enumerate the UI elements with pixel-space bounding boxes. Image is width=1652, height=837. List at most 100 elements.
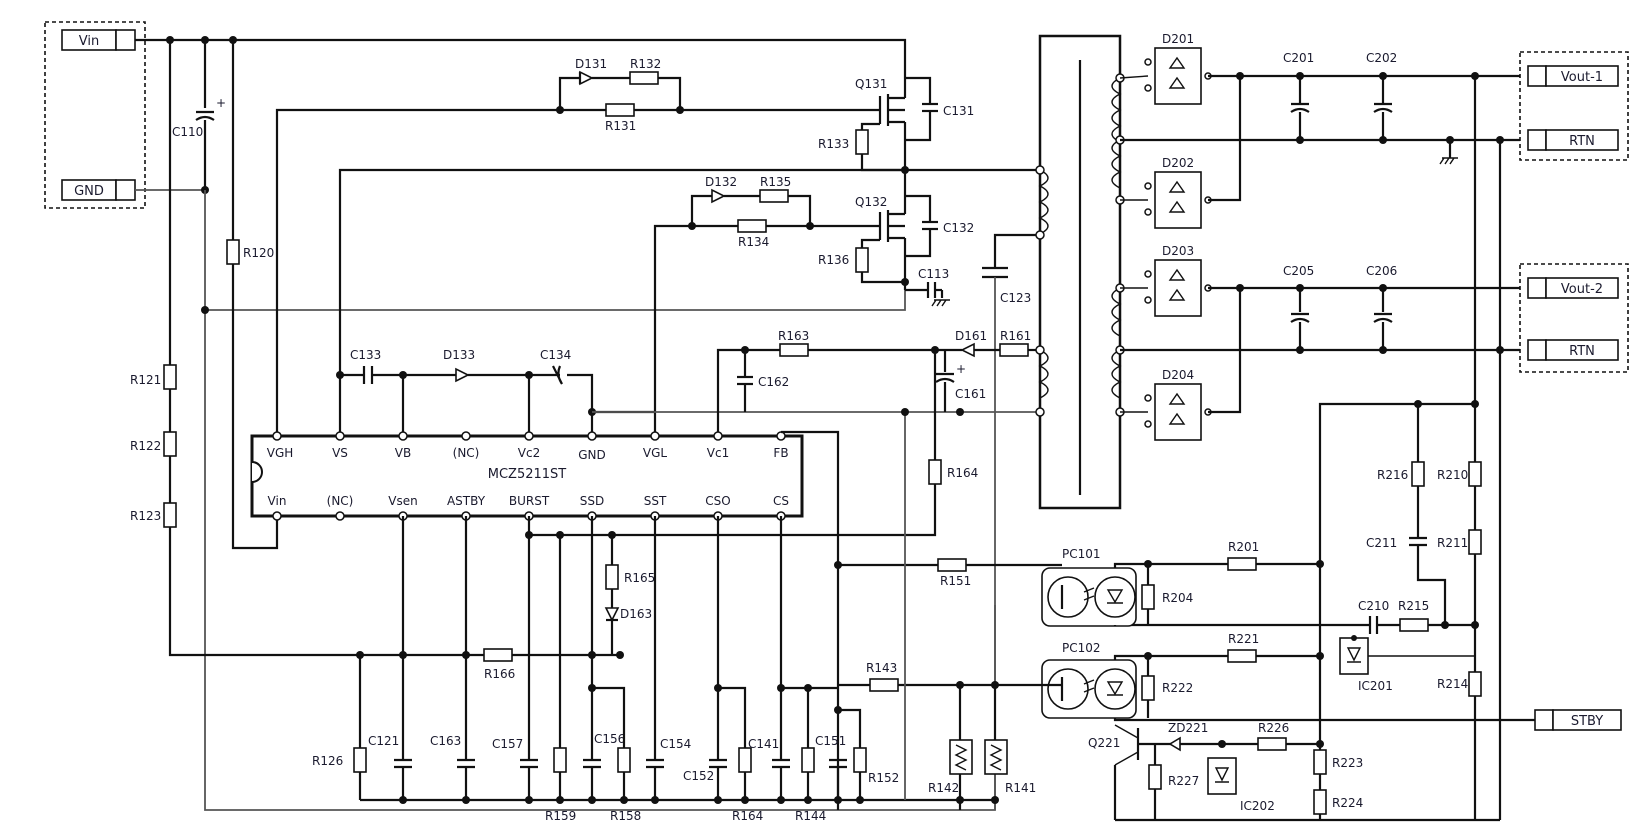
diode-D131 (579, 70, 594, 86)
label-R135: R135 (760, 175, 791, 189)
output2-connector-group (1519, 263, 1629, 373)
resistor-R151 (937, 558, 967, 572)
label-D204: D204 (1162, 368, 1194, 382)
label-D163: D163 (620, 607, 652, 621)
rtn2-terminal (1545, 339, 1619, 361)
resistor-R214 (1468, 671, 1482, 697)
vout2-terminal (1545, 277, 1619, 299)
resistor-R164-lower (738, 747, 752, 773)
vin-terminal-label: Vin (79, 34, 99, 49)
label-R204: R204 (1162, 591, 1193, 605)
resistor-R221 (1227, 649, 1257, 663)
label-R143: R143 (866, 661, 897, 675)
svg-text:VS: VS (332, 446, 348, 460)
bridge-D202 (1144, 171, 1212, 229)
label-C113: C113 (918, 267, 949, 281)
mosfet-Q131 (878, 76, 938, 170)
label-D131: D131 (575, 57, 607, 71)
label-R152: R152 (868, 771, 899, 785)
label-R159: R159 (545, 809, 576, 823)
diode-D132 (711, 188, 726, 204)
label-C163: C163 (430, 734, 461, 748)
vin-rail (135, 38, 907, 78)
shunt-regulator-IC202 (1207, 757, 1237, 795)
stby-terminal (1552, 709, 1622, 731)
label-R136: R136 (818, 253, 849, 267)
label-R141: R141 (1005, 781, 1036, 795)
label-R122: R122 (130, 439, 161, 453)
label-C161: C161 (955, 387, 986, 401)
resistor-R143 (869, 678, 899, 692)
svg-text:FB: FB (773, 446, 788, 460)
label-R163: R163 (778, 329, 809, 343)
label-C205: C205 (1283, 264, 1314, 278)
svg-text:(NC): (NC) (453, 446, 480, 460)
label-R164-upper: R164 (947, 466, 978, 480)
label-R134: R134 (738, 235, 769, 249)
resistor-R159 (553, 747, 567, 773)
capacitor-C110 (195, 110, 215, 121)
label-D161: D161 (955, 329, 987, 343)
shunt-regulator-IC201 (1339, 637, 1369, 675)
transformer-core (1038, 34, 1122, 510)
rtn2-label: RTN (1569, 344, 1595, 359)
label-C134: C134 (540, 348, 571, 362)
bridge-D204 (1144, 383, 1212, 441)
resistor-R152 (853, 747, 867, 773)
label-R215: R215 (1398, 599, 1429, 613)
label-R132: R132 (630, 57, 661, 71)
vout1-label: Vout-1 (1561, 70, 1603, 85)
resistor-R133 (855, 129, 869, 155)
label-C211: C211 (1366, 536, 1397, 550)
label-R165: R165 (624, 571, 655, 585)
label-D132: D132 (705, 175, 737, 189)
label-R221: R221 (1228, 632, 1259, 646)
resistor-R131 (605, 103, 635, 117)
resistor-R120 (226, 239, 240, 265)
resistor-R165 (605, 564, 619, 590)
resistor-R166 (483, 648, 513, 662)
label-R142: R142 (928, 781, 959, 795)
resistor-R216 (1411, 461, 1425, 487)
resistor-R164-upper (928, 459, 942, 485)
label-C157: C157 (492, 737, 523, 751)
label-C132: C132 (943, 221, 974, 235)
label-PC101: PC101 (1062, 547, 1101, 561)
input-connector-group (44, 21, 146, 209)
label-D133: D133 (443, 348, 475, 362)
diode-D163 (604, 607, 620, 622)
label-R211: R211 (1437, 536, 1468, 550)
resistor-R126 (353, 747, 367, 773)
svg-text:(NC): (NC) (327, 494, 354, 508)
svg-text:CS: CS (773, 494, 789, 508)
label-C151: C151 (815, 734, 846, 748)
label-R214: R214 (1437, 677, 1468, 691)
resistor-R122 (163, 431, 177, 457)
svg-text:+: + (216, 96, 226, 110)
svg-text:VGH: VGH (267, 446, 294, 460)
resistor-R201 (1227, 557, 1257, 571)
label-D202: D202 (1162, 156, 1194, 170)
resistor-R134 (737, 219, 767, 233)
label-R151: R151 (940, 574, 971, 588)
resistor-R210 (1468, 461, 1482, 487)
bridge-D203 (1144, 259, 1212, 317)
label-C133: C133 (350, 348, 381, 362)
label-C154: C154 (660, 737, 691, 751)
label-D203: D203 (1162, 244, 1194, 258)
transistor-Q221 (1113, 724, 1140, 820)
label-Q131: Q131 (855, 77, 887, 91)
resistor-R158 (617, 747, 631, 773)
resistor-R135 (759, 189, 789, 203)
label-C202: C202 (1366, 51, 1397, 65)
label-C162: C162 (758, 375, 789, 389)
label-R123: R123 (130, 509, 161, 523)
label-PC102: PC102 (1062, 641, 1101, 655)
resistor-R215 (1399, 618, 1429, 632)
resistor-R163 (779, 343, 809, 357)
rtn1-label: RTN (1569, 134, 1595, 149)
resistor-R136 (855, 247, 869, 273)
label-R227: R227 (1168, 774, 1199, 788)
label-R121: R121 (130, 373, 161, 387)
svg-text:VGL: VGL (643, 446, 668, 460)
